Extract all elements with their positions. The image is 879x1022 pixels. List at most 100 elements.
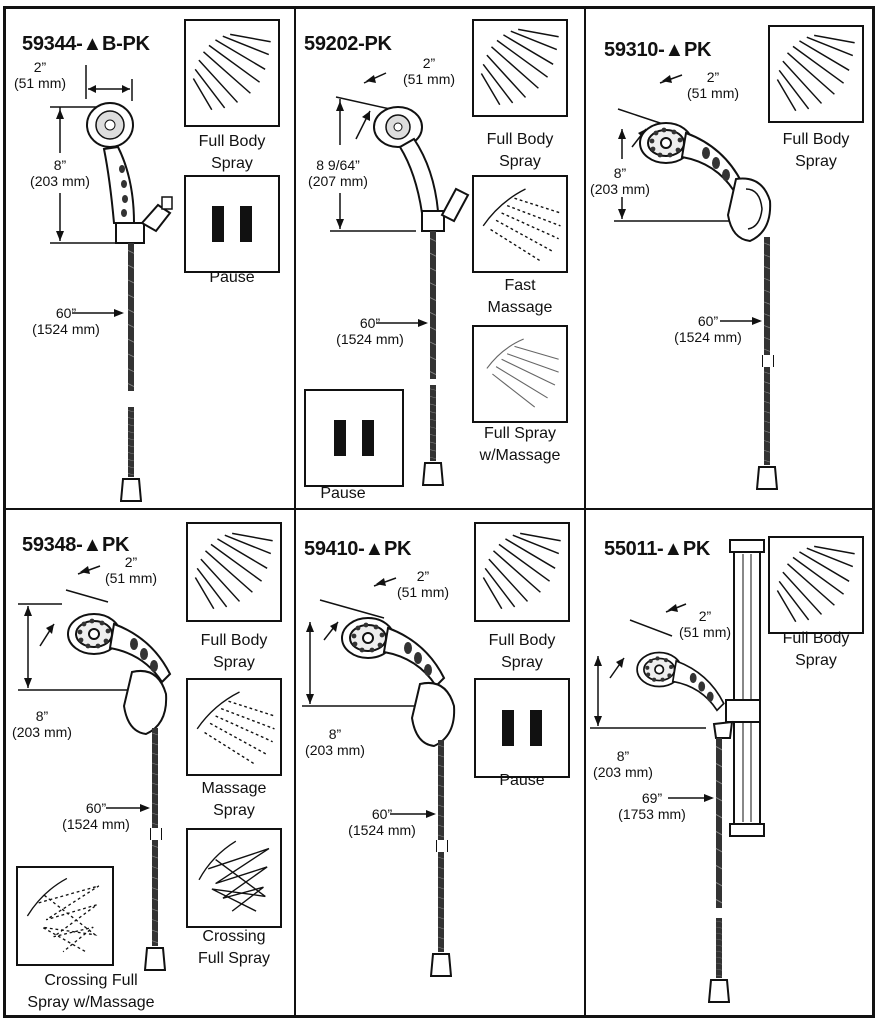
height-inches: 8 9/64” bbox=[316, 157, 360, 173]
hose-mm: (1524 mm) bbox=[336, 331, 404, 347]
hose-gap bbox=[762, 355, 774, 367]
hose bbox=[763, 367, 771, 465]
height-mm: (203 mm) bbox=[12, 724, 72, 740]
head-dimension: 2”(51 mm) bbox=[678, 69, 748, 101]
head-dimension: 2”(51 mm) bbox=[394, 55, 464, 87]
head-mm: (51 mm) bbox=[396, 584, 450, 600]
model-number: 59348-▲PK bbox=[22, 534, 130, 556]
head-inches: 2” bbox=[33, 59, 47, 75]
hose-inches: 60” bbox=[55, 305, 77, 321]
hose-nut bbox=[756, 466, 778, 490]
hose-dimension: 60”(1524 mm) bbox=[26, 305, 106, 337]
spray-label: Full Spray w/Massage bbox=[479, 425, 561, 464]
spray-label: Pause bbox=[499, 772, 545, 789]
pause-icon bbox=[304, 389, 404, 487]
hose-dimension: 69”(1753 mm) bbox=[612, 790, 692, 822]
crossing-spray-massage-icon bbox=[16, 866, 114, 966]
hose-nut bbox=[144, 947, 166, 971]
panel-59344: 59344-▲B-PK 2”(51 mm) 8”(203 mm) 60” bbox=[6, 9, 294, 508]
head-inches: 2” bbox=[706, 69, 720, 85]
height-inches: 8” bbox=[328, 726, 342, 742]
height-inches: 8” bbox=[616, 748, 630, 764]
model-number: 59410-▲PK bbox=[304, 538, 412, 560]
head-dimension: 2”(51 mm) bbox=[670, 608, 740, 640]
head-mm: (51 mm) bbox=[402, 71, 456, 87]
height-mm: (203 mm) bbox=[593, 764, 653, 780]
spray-label: Full Body Spray bbox=[782, 131, 850, 170]
hose-gap bbox=[150, 828, 162, 840]
height-inches: 8” bbox=[613, 165, 627, 181]
hose-mm: (1753 mm) bbox=[618, 806, 686, 822]
hose bbox=[437, 852, 445, 952]
panel-59310: 59310-▲PK 2”(51 mm) 8”(203 mm) 60”(1524 … bbox=[586, 9, 872, 508]
massage-spray-icon bbox=[186, 678, 282, 776]
hose-inches: 60” bbox=[371, 806, 393, 822]
head-dimension: 2”(51 mm) bbox=[10, 59, 70, 91]
hand-shower-drawing bbox=[330, 72, 470, 232]
head-inches: 2” bbox=[124, 554, 138, 570]
model-number: 59202-PK bbox=[304, 33, 392, 55]
head-mm: (51 mm) bbox=[13, 75, 67, 91]
full-body-spray-icon bbox=[184, 19, 280, 127]
hose-nut bbox=[120, 478, 142, 502]
hose-dimension: 60”(1524 mm) bbox=[668, 313, 748, 345]
hose-mm: (1524 mm) bbox=[62, 816, 130, 832]
height-inches: 8” bbox=[53, 157, 67, 173]
full-body-spray-icon bbox=[474, 522, 570, 622]
height-mm: (203 mm) bbox=[590, 181, 650, 197]
hose-mm: (1524 mm) bbox=[32, 321, 100, 337]
head-mm: (51 mm) bbox=[678, 624, 732, 640]
hose-nut bbox=[708, 979, 730, 1003]
hand-shower-drawing bbox=[614, 74, 772, 243]
column-divider-1 bbox=[294, 6, 296, 1018]
height-dimension: 8”(203 mm) bbox=[300, 726, 370, 758]
hose-mm: (1524 mm) bbox=[674, 329, 742, 345]
hose bbox=[437, 740, 445, 840]
hose-inches: 60” bbox=[697, 313, 719, 329]
spray-label: Crossing Full Spray bbox=[197, 928, 271, 967]
hose bbox=[429, 231, 437, 379]
spray-label: Fast Massage bbox=[487, 277, 553, 316]
height-dimension: 8 9/64”(207 mm) bbox=[302, 157, 374, 189]
outer-frame bbox=[3, 6, 875, 1018]
head-dimension: 2”(51 mm) bbox=[96, 554, 166, 586]
model-number: 59344-▲B-PK bbox=[22, 33, 150, 55]
spray-label: Massage Spray bbox=[201, 780, 267, 819]
height-mm: (207 mm) bbox=[308, 173, 368, 189]
hose bbox=[151, 728, 159, 828]
hose bbox=[715, 738, 723, 908]
hose-nut bbox=[430, 953, 452, 977]
hose bbox=[151, 840, 159, 946]
hand-shower-drawing bbox=[18, 565, 171, 736]
spray-label: Full Body Spray bbox=[782, 630, 850, 669]
slide-bar-drawing bbox=[590, 539, 765, 837]
height-dimension: 8”(203 mm) bbox=[30, 157, 90, 189]
height-inches: 8” bbox=[35, 708, 49, 724]
full-body-spray-icon bbox=[186, 522, 282, 622]
panel-55011: 55011-▲PK 2”(51 mm) 8”(203 mm) 69”(1753 … bbox=[586, 510, 872, 1015]
hose bbox=[429, 385, 437, 461]
hose-nut bbox=[422, 462, 444, 486]
spray-label: Pause bbox=[209, 269, 255, 286]
hose-inches: 60” bbox=[85, 800, 107, 816]
spray-label: Full Body Spray bbox=[198, 133, 266, 172]
hose-gap bbox=[436, 840, 448, 852]
height-mm: (203 mm) bbox=[30, 173, 90, 189]
hose bbox=[763, 237, 771, 355]
hose bbox=[127, 243, 135, 391]
spray-label: Full Body Spray bbox=[488, 632, 556, 671]
panel-59348: 59348-▲PK 2”(51 mm) 8”(203 mm) 60”(1524 … bbox=[6, 510, 294, 1015]
model-number: 59310-▲PK bbox=[604, 39, 712, 61]
model-number: 55011-▲PK bbox=[604, 538, 711, 560]
full-body-spray-icon bbox=[768, 536, 864, 634]
pause-icon bbox=[184, 175, 280, 273]
head-mm: (51 mm) bbox=[686, 85, 740, 101]
height-dimension: 8”(203 mm) bbox=[590, 165, 650, 197]
hose-mm: (1524 mm) bbox=[348, 822, 416, 838]
hand-shower-drawing bbox=[302, 577, 456, 748]
hose-dimension: 60”(1524 mm) bbox=[342, 806, 422, 838]
panel-59202: 59202-PK 2”(51 mm) 8 9/64”(207 mm) 60”(1… bbox=[296, 9, 584, 508]
head-inches: 2” bbox=[698, 608, 712, 624]
spray-label: Crossing Full Spray w/Massage bbox=[27, 972, 155, 1011]
